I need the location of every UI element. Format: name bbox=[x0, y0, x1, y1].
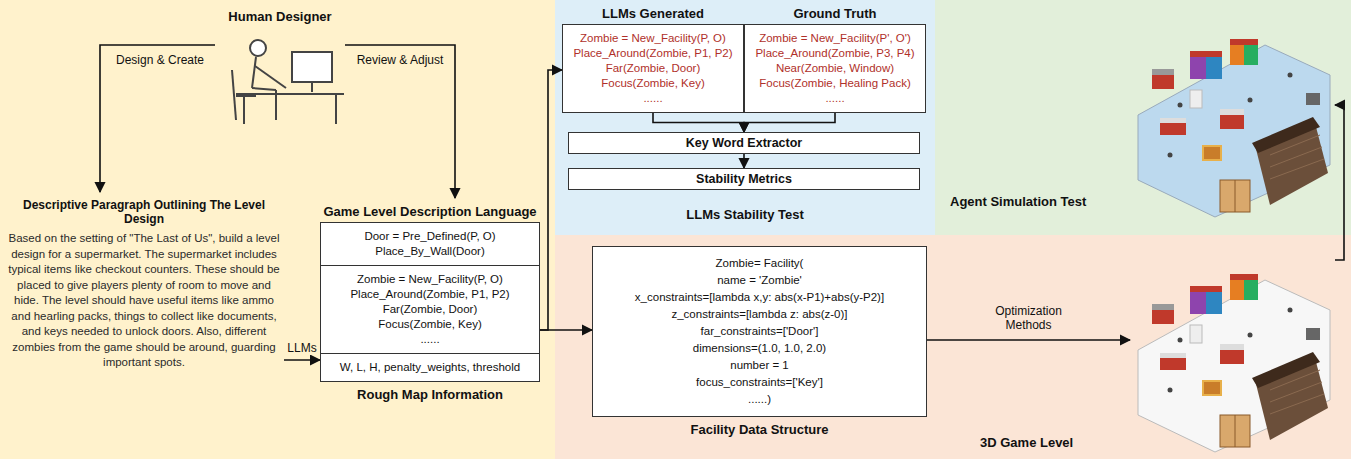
designer-panel bbox=[0, 0, 555, 459]
node-text: x_constraints=[lambda x,y: abs(x-P1)+abs… bbox=[599, 289, 920, 306]
node-text: Zombie = New_Facility(P, O) bbox=[566, 31, 740, 46]
node-text: Near(Zombie, Window) bbox=[748, 61, 922, 76]
node-text: z_constraints=[lambda z: abs(z-0)] bbox=[599, 306, 920, 323]
image-caption: Agent Simulation Test bbox=[950, 194, 1086, 209]
node-text: ...... bbox=[566, 91, 740, 106]
node-body: Stability Metrics bbox=[568, 168, 920, 190]
gldl-box: Game Level Description LanguageDoor = Pr… bbox=[320, 198, 540, 402]
connector-arrow bbox=[743, 154, 745, 168]
node-caption: Facility Data Structure bbox=[592, 417, 927, 437]
drawing-line bbox=[255, 66, 286, 88]
drawing-line bbox=[236, 95, 256, 97]
node-heading: Human Designer bbox=[215, 3, 345, 27]
node-heading: Game Level Description Language bbox=[320, 198, 540, 222]
ground-truth-box: Ground TruthZombie = New_Facility(P', O'… bbox=[744, 0, 926, 113]
node-text: number = 1 bbox=[599, 357, 920, 374]
simulation-image: Agent Simulation Test bbox=[1130, 5, 1335, 227]
connector-arrow bbox=[744, 113, 835, 132]
connector-arrow bbox=[284, 359, 320, 361]
drawing-line bbox=[252, 57, 256, 88]
llm-output-box: LLMs GeneratedZombie = New_Facility(P, O… bbox=[562, 0, 744, 113]
facility-box: Zombie= Facility(name = 'Zombie'x_constr… bbox=[592, 246, 927, 437]
process-box: Stability Metrics bbox=[568, 168, 920, 190]
game-level-scene bbox=[1138, 274, 1330, 452]
node-text: W, L, H, penalty_weights, threshold bbox=[325, 360, 535, 375]
node-text: Place_Around(Zombie, P1, P2) bbox=[566, 46, 740, 61]
node-text: Place_By_Wall(Door) bbox=[325, 244, 535, 259]
game-level-image: 3D Game Level bbox=[1130, 240, 1335, 454]
connector-arrow bbox=[1335, 105, 1344, 260]
edge-label: Review & Adjust bbox=[354, 53, 447, 67]
drawing-use bbox=[1152, 274, 1328, 447]
node-heading: Ground Truth bbox=[744, 0, 926, 24]
simulation-panel bbox=[935, 0, 1351, 235]
designer-figure: Human Designer bbox=[215, 3, 345, 128]
drawing-line bbox=[236, 93, 344, 95]
gldl-section: Door = Pre_Defined(P, O)Place_By_Wall(Do… bbox=[321, 223, 539, 266]
node-text: Based on the setting of "The Last of Us"… bbox=[4, 229, 284, 373]
node-text: focus_constraints=['Key'] bbox=[599, 374, 920, 391]
node-body: Door = Pre_Defined(P, O)Place_By_Wall(Do… bbox=[320, 222, 540, 382]
node-text: Focus(Zombie, Key) bbox=[325, 317, 535, 332]
node-text: ...... bbox=[748, 91, 922, 106]
node-body: Key Word Extractor bbox=[568, 132, 920, 154]
node-body: Zombie = New_Facility(P', O')Place_Aroun… bbox=[744, 24, 926, 113]
drawing-line bbox=[243, 94, 245, 124]
drawing-line bbox=[275, 90, 277, 120]
node-text: Focus(Zombie, Key) bbox=[566, 76, 740, 91]
connector-arrow bbox=[345, 45, 455, 198]
node-text: Focus(Zombie, Healing Pack) bbox=[748, 76, 922, 91]
process-box: Key Word Extractor bbox=[568, 132, 920, 154]
node-text: ...... bbox=[325, 332, 535, 347]
drawing-circle bbox=[250, 40, 266, 56]
node-caption: Rough Map Information bbox=[320, 382, 540, 402]
node-text: Key Word Extractor bbox=[569, 133, 919, 153]
gldl-section: Zombie = New_Facility(P, O)Place_Around(… bbox=[321, 266, 539, 354]
node-heading: LLMs Generated bbox=[562, 0, 744, 24]
stability-panel bbox=[555, 0, 935, 235]
node-text: Far(Zombie, Door) bbox=[566, 61, 740, 76]
node-text: far_constraints=['Door'] bbox=[599, 323, 920, 340]
drawing-line bbox=[232, 70, 236, 120]
node-body: Zombie = New_Facility(P, O)Place_Around(… bbox=[325, 272, 535, 347]
agent-simulation-scene bbox=[1138, 39, 1330, 217]
node-text: name = 'Zombie' bbox=[599, 272, 920, 289]
description-block: Descriptive Paragraph Outlining The Leve… bbox=[4, 192, 284, 373]
drawing-use bbox=[1152, 39, 1328, 212]
edge-label: Design & Create bbox=[113, 53, 207, 67]
drawing-line bbox=[335, 94, 337, 124]
node-text: dimensions=(1.0, 1.0, 2.0) bbox=[599, 340, 920, 357]
node-text: ......) bbox=[599, 391, 920, 408]
node-body: Based on the setting of "The Last of Us"… bbox=[4, 229, 284, 373]
node-body: W, L, H, penalty_weights, threshold bbox=[325, 360, 535, 375]
node-text: Far(Zombie, Door) bbox=[325, 302, 535, 317]
node-body: Door = Pre_Defined(P, O)Place_By_Wall(Do… bbox=[325, 229, 535, 259]
node-text: Zombie= Facility( bbox=[599, 255, 920, 272]
node-body: Zombie= Facility(name = 'Zombie'x_constr… bbox=[592, 246, 927, 417]
node-text: Door = Pre_Defined(P, O) bbox=[325, 229, 535, 244]
panel-label: LLMs Stability Test bbox=[686, 207, 804, 222]
connector-arrow bbox=[653, 113, 744, 132]
edge-label: Optimization Methods bbox=[976, 304, 1082, 332]
drawing-line bbox=[311, 82, 313, 92]
connector-arrow bbox=[100, 45, 215, 192]
image-caption: 3D Game Level bbox=[980, 435, 1073, 450]
node-body: Zombie = New_Facility(P, O)Place_Around(… bbox=[562, 24, 744, 113]
node-heading: Descriptive Paragraph Outlining The Leve… bbox=[4, 192, 284, 229]
drawing-rect bbox=[292, 52, 332, 82]
node-text: Zombie = New_Facility(P, O) bbox=[325, 272, 535, 287]
connector-arrow bbox=[540, 70, 562, 330]
drawing-line bbox=[252, 88, 276, 90]
generation-panel bbox=[555, 235, 1351, 459]
node-text: Zombie = New_Facility(P', O') bbox=[748, 31, 922, 46]
node-text: Stability Metrics bbox=[569, 169, 919, 189]
node-text: Place_Around(Zombie, P3, P4) bbox=[748, 46, 922, 61]
edge-label: LLMs bbox=[284, 341, 319, 355]
gldl-section: W, L, H, penalty_weights, threshold bbox=[321, 354, 539, 381]
designer-illustration bbox=[232, 40, 344, 124]
node-text: Place_Around(Zombie, P1, P2) bbox=[325, 287, 535, 302]
connector-arrow bbox=[927, 339, 1130, 341]
